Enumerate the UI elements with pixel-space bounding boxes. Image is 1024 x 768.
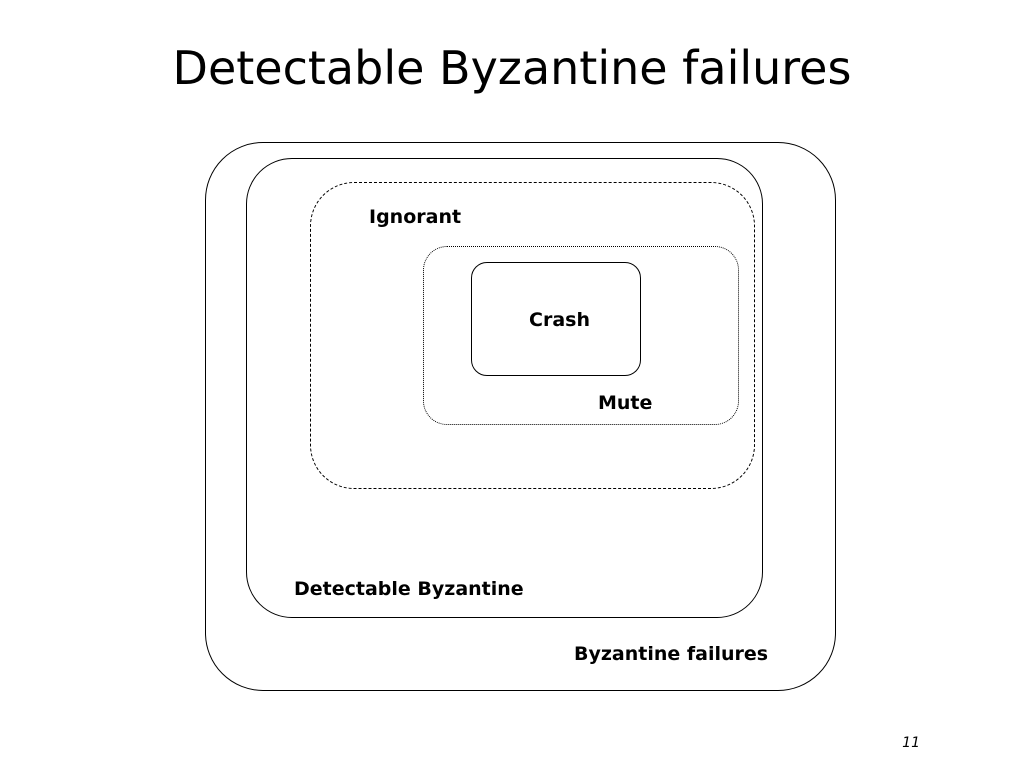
mute-label: Mute	[598, 392, 653, 414]
mute-region	[423, 246, 739, 425]
ignorant-label: Ignorant	[369, 206, 462, 228]
slide-number: 11	[902, 735, 920, 751]
crash-label: Crash	[529, 309, 590, 331]
byzantine-failures-region	[205, 142, 836, 691]
slide-title: Detectable Byzantine failures	[172, 41, 852, 95]
detectable-byzantine-label: Detectable Byzantine	[294, 578, 524, 600]
detectable-byzantine-region	[246, 158, 763, 618]
byzantine-failures-label: Byzantine failures	[574, 643, 769, 665]
crash-region	[471, 262, 641, 376]
ignorant-region	[310, 182, 755, 489]
